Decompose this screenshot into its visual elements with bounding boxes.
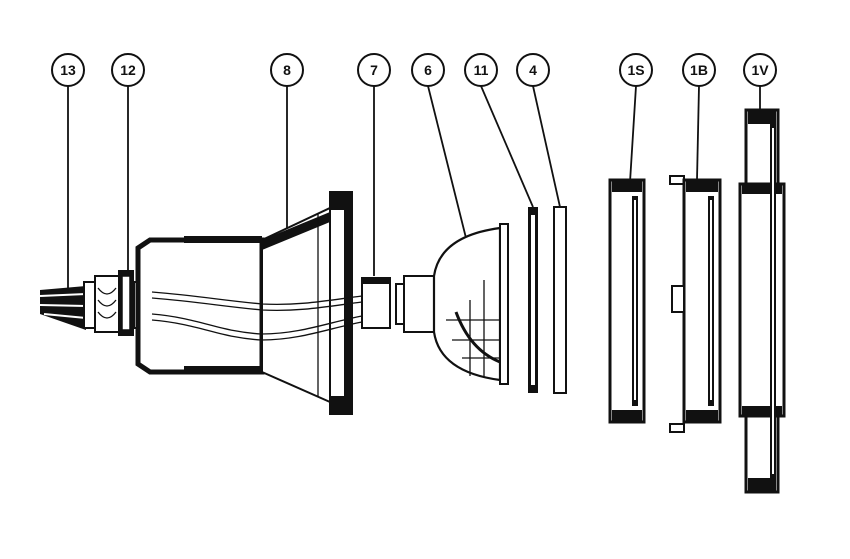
callout-label-6: 6: [424, 62, 432, 78]
callout-label-13: 13: [60, 62, 76, 78]
part-1V-face-ring: [738, 108, 786, 494]
callout-7: 7: [357, 53, 391, 87]
callout-1V: 1V: [743, 53, 777, 87]
callout-label-1V: 1V: [751, 62, 769, 78]
callout-11: 11: [464, 53, 498, 87]
part-13-cable: [39, 286, 87, 330]
part-11-gasket: [528, 207, 538, 393]
callout-6: 6: [411, 53, 445, 87]
wires: [151, 291, 363, 341]
callout-label-1S: 1S: [627, 62, 644, 78]
leader-11: [480, 85, 534, 208]
leader-1S: [629, 85, 637, 183]
callout-8: 8: [270, 53, 304, 87]
callout-label-1B: 1B: [690, 62, 708, 78]
callout-label-11: 11: [474, 62, 489, 78]
callout-label-8: 8: [283, 62, 291, 78]
callout-4: 4: [516, 53, 550, 87]
part-8-housing: [135, 191, 353, 415]
part-1B-face-ring: [669, 175, 722, 433]
callout-label-4: 4: [529, 62, 537, 78]
callout-1S: 1S: [619, 53, 653, 87]
leader-6: [427, 85, 467, 239]
part-1S-face-ring: [608, 178, 646, 424]
callout-13: 13: [51, 53, 85, 87]
leader-1B: [696, 85, 700, 181]
part-6-lamp: [395, 223, 509, 385]
leader-4: [532, 85, 561, 208]
part-4-lens: [553, 206, 567, 394]
callout-label-7: 7: [370, 62, 378, 78]
leader-lines: [67, 85, 761, 290]
part-7-connector: [361, 277, 391, 329]
callouts: 13 12 8 7 6 11 4 1S: [51, 53, 777, 87]
callout-1B: 1B: [682, 53, 716, 87]
callout-label-12: 12: [120, 62, 136, 78]
callout-12: 12: [111, 53, 145, 87]
